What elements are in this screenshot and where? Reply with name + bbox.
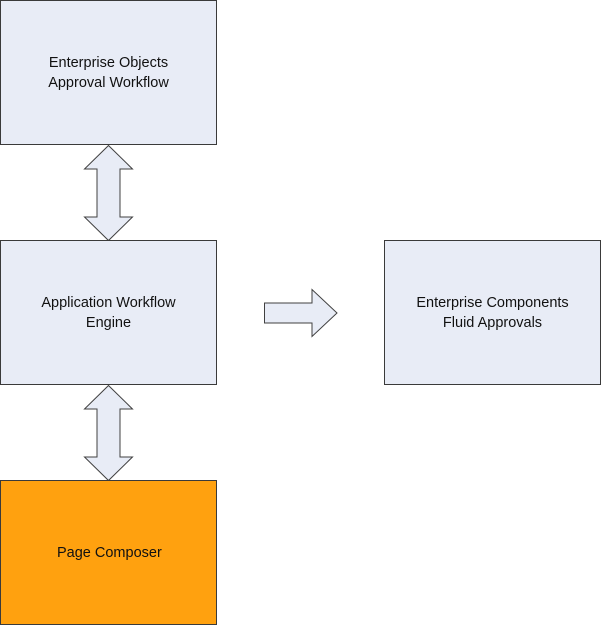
right-arrow-awe-ec-shape [264, 288, 338, 338]
page-composer-box: Page Composer [0, 480, 217, 625]
double-arrow-awe-pc-shape [83, 384, 134, 482]
enterprise-objects-label-line2: Approval Workflow [48, 74, 169, 91]
double-arrow-awe-pc [83, 384, 134, 482]
application-workflow-label-line2: Engine [85, 314, 132, 331]
enterprise-components-label-line2: Fluid Approvals [442, 314, 543, 331]
double-arrow-eo-awe-shape [83, 144, 134, 242]
enterprise-components-label: Enterprise Components Fluid Approvals [416, 293, 568, 333]
enterprise-objects-label: Enterprise Objects Approval Workflow [48, 53, 169, 93]
enterprise-objects-label-line1: Enterprise Objects [48, 54, 169, 71]
enterprise-components-fluid-approvals-box: Enterprise Components Fluid Approvals [384, 240, 601, 385]
page-composer-label: Page Composer [57, 544, 162, 561]
enterprise-objects-approval-workflow-box: Enterprise Objects Approval Workflow [0, 0, 217, 145]
application-workflow-label-line1: Application Workflow [41, 294, 176, 311]
enterprise-components-label-line1: Enterprise Components [416, 294, 569, 311]
double-arrow-eo-awe [83, 144, 134, 242]
application-workflow-engine-box: Application Workflow Engine [0, 240, 217, 385]
application-workflow-label: Application Workflow Engine [41, 293, 175, 333]
right-arrow-awe-ec [264, 288, 338, 338]
